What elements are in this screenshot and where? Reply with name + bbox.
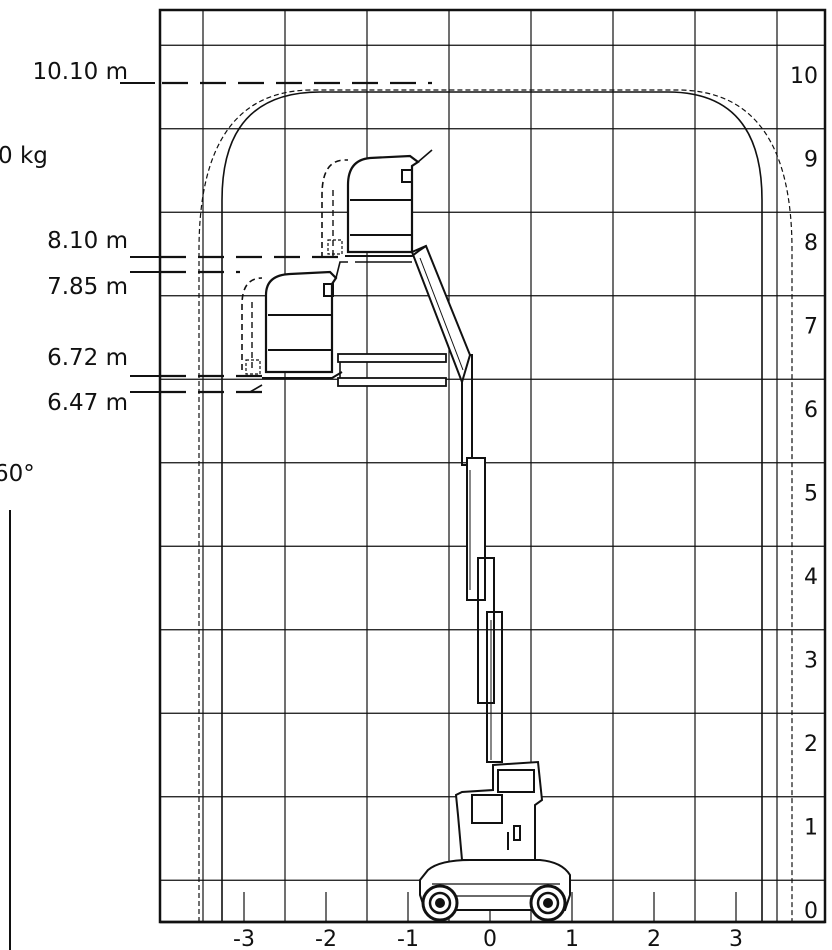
working-envelope [198,89,793,922]
x-tick-label: 3 [729,927,743,950]
y-tick-label: 10 [790,64,818,89]
marker-label: 6.47 m [47,390,128,416]
marker-label: 7.85 m [47,274,128,300]
marker-8-10: 8.10 m [47,228,345,259]
platform-high [321,149,433,263]
x-tick-label: 1 [565,927,579,950]
y-axis-ticks: 0 1 2 3 4 5 6 7 8 9 10 [790,64,818,924]
height-markers: 10.10 m 8.10 m 7.85 m 6.72 m 6.47 m [32,59,432,416]
marker-6-72: 6.72 m [47,345,262,378]
wheel-front [421,884,459,922]
x-tick-label: 2 [647,927,661,950]
x-tick-label: -2 [315,927,337,950]
wheel-rear [529,884,567,922]
mast [461,354,503,763]
y-tick-label: 6 [804,398,818,423]
marker-10-10: 10.10 m [32,59,432,85]
marker-label: 10.10 m [32,59,128,85]
y-tick-label: 4 [804,565,818,590]
capacity-note: 0 kg [0,143,48,169]
envelope-inner [221,91,763,922]
lift-machine [241,149,571,922]
y-tick-label: 2 [804,732,818,757]
marker-label: 8.10 m [47,228,128,254]
y-tick-label: 1 [804,816,818,841]
x-tick-label: -3 [233,927,255,950]
y-tick-label: 3 [804,649,818,674]
x-axis-ticks: -3 -2 -1 0 1 2 3 [233,927,743,950]
marker-7-85: 7.85 m [47,270,240,300]
y-tick-label: 7 [804,315,818,340]
y-tick-label: 0 [804,899,818,924]
platform-low [241,261,447,393]
marker-label: 6.72 m [47,345,128,371]
y-tick-label: 5 [804,482,818,507]
x-tick-label: 0 [483,927,497,950]
marker-6-47: 6.47 m [47,390,262,416]
y-tick-label: 8 [804,231,818,256]
y-tick-label: 9 [804,148,818,173]
rotation-note: 60° [0,461,35,487]
x-tick-label: -1 [397,927,419,950]
